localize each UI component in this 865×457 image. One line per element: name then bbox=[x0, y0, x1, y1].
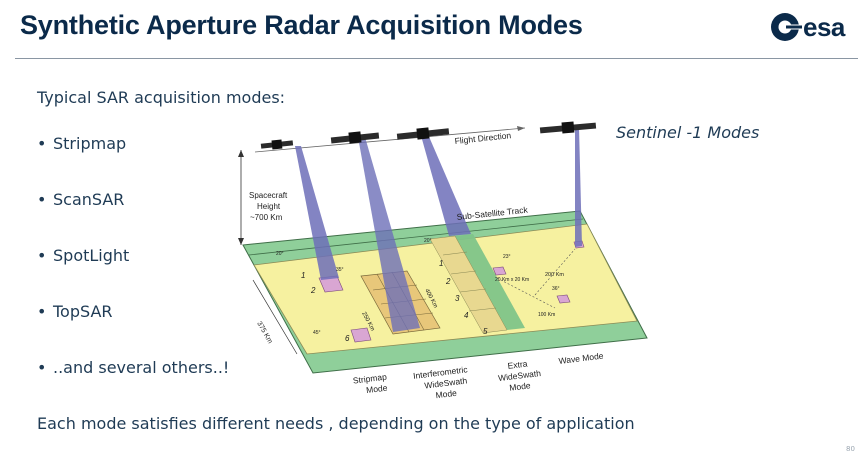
diagram-caption: Sentinel -1 Modes bbox=[616, 123, 760, 142]
stripmap-patch bbox=[350, 327, 372, 343]
bullet-label: TopSAR bbox=[53, 302, 113, 321]
satellite-icon bbox=[330, 131, 380, 144]
bullet-item: • TopSAR bbox=[37, 302, 113, 321]
bullet-label: SpotLight bbox=[53, 246, 130, 265]
bullet-dot: • bbox=[37, 302, 47, 321]
mode-label-line: Mode bbox=[366, 383, 389, 396]
satellite-icon bbox=[539, 121, 597, 134]
bullet-item: • Stripmap bbox=[37, 134, 126, 153]
sub-satellite-track-line bbox=[248, 218, 584, 256]
swath-width-bracket bbox=[252, 279, 298, 355]
flight-direction-arrow bbox=[517, 126, 525, 131]
height-label-line: ~700 Km bbox=[250, 213, 283, 222]
ew-beam-number: 3 bbox=[455, 294, 460, 303]
wave-vignette-label: 20 Km x 20 Km bbox=[495, 277, 529, 283]
slide-title: Synthetic Aperture Radar Acquisition Mod… bbox=[20, 10, 583, 40]
esa-logo-text: esa bbox=[803, 12, 845, 42]
esa-logo-mark-icon bbox=[771, 13, 803, 41]
mode-label-line: Mode bbox=[435, 388, 458, 401]
angle-label: 45° bbox=[313, 330, 321, 336]
flight-direction-label: Flight Direction bbox=[454, 130, 512, 146]
bullet-dot: • bbox=[37, 134, 47, 153]
bullet-dot: • bbox=[37, 190, 47, 209]
angle-label: 35° bbox=[336, 267, 344, 273]
height-label-line: Height bbox=[257, 202, 281, 211]
page-number: 80 bbox=[846, 445, 855, 453]
bullet-item: • ..and several others..! bbox=[37, 358, 229, 377]
angle-label: 23° bbox=[503, 254, 511, 260]
esa-logo: esa bbox=[769, 10, 861, 46]
intro-text: Typical SAR acquisition modes: bbox=[37, 88, 286, 107]
wave-vignette bbox=[492, 266, 507, 276]
ew-band bbox=[455, 234, 525, 330]
angle-label: 36° bbox=[552, 286, 560, 292]
stripmap-beam bbox=[295, 146, 339, 280]
wave-cross-label: 200 Km bbox=[545, 272, 564, 278]
bullet-dot: • bbox=[37, 358, 47, 377]
wave-along-label: 100 Km bbox=[538, 312, 555, 318]
bullet-label: ..and several others..! bbox=[53, 358, 230, 377]
iw-beam bbox=[358, 137, 420, 332]
footer-text: Each mode satisfies different needs , de… bbox=[37, 414, 635, 433]
wave-vignette bbox=[556, 294, 571, 304]
title-divider bbox=[15, 58, 858, 59]
stripmap-beam-number: 2 bbox=[310, 286, 316, 295]
bullet-dot: • bbox=[37, 246, 47, 265]
mode-label-line: Mode bbox=[509, 380, 532, 393]
ew-beam-number: 1 bbox=[439, 259, 443, 268]
bullet-item: • ScanSAR bbox=[37, 190, 124, 209]
ew-beam bbox=[420, 132, 471, 236]
angle-label: 20° bbox=[424, 238, 432, 244]
satellite-icon bbox=[260, 139, 294, 150]
wave-beam bbox=[575, 127, 582, 247]
bullet-item: • SpotLight bbox=[37, 246, 129, 265]
ew-beam-number: 5 bbox=[483, 327, 488, 336]
angle-label: 20° bbox=[276, 251, 284, 257]
height-label-line: Spacecraft bbox=[249, 191, 288, 200]
bullet-label: ScanSAR bbox=[53, 190, 125, 209]
mode-label-line: Wave Mode bbox=[558, 351, 604, 366]
bullet-label: Stripmap bbox=[53, 134, 127, 153]
swath-area bbox=[253, 223, 638, 355]
sar-modes-diagram: Flight Direction Spacecraft Height ~700 … bbox=[238, 121, 648, 401]
stripmap-beam-number: 1 bbox=[301, 271, 305, 280]
ew-beam-number: 2 bbox=[445, 277, 451, 286]
mode-label-line: Extra bbox=[507, 358, 528, 370]
ew-beam-number: 4 bbox=[464, 311, 469, 320]
satellite-icon bbox=[396, 127, 450, 140]
mode-label-line: Stripmap bbox=[352, 372, 387, 386]
swath-width-label: 375 Km bbox=[255, 321, 273, 346]
stripmap-beam-number: 6 bbox=[345, 334, 350, 343]
